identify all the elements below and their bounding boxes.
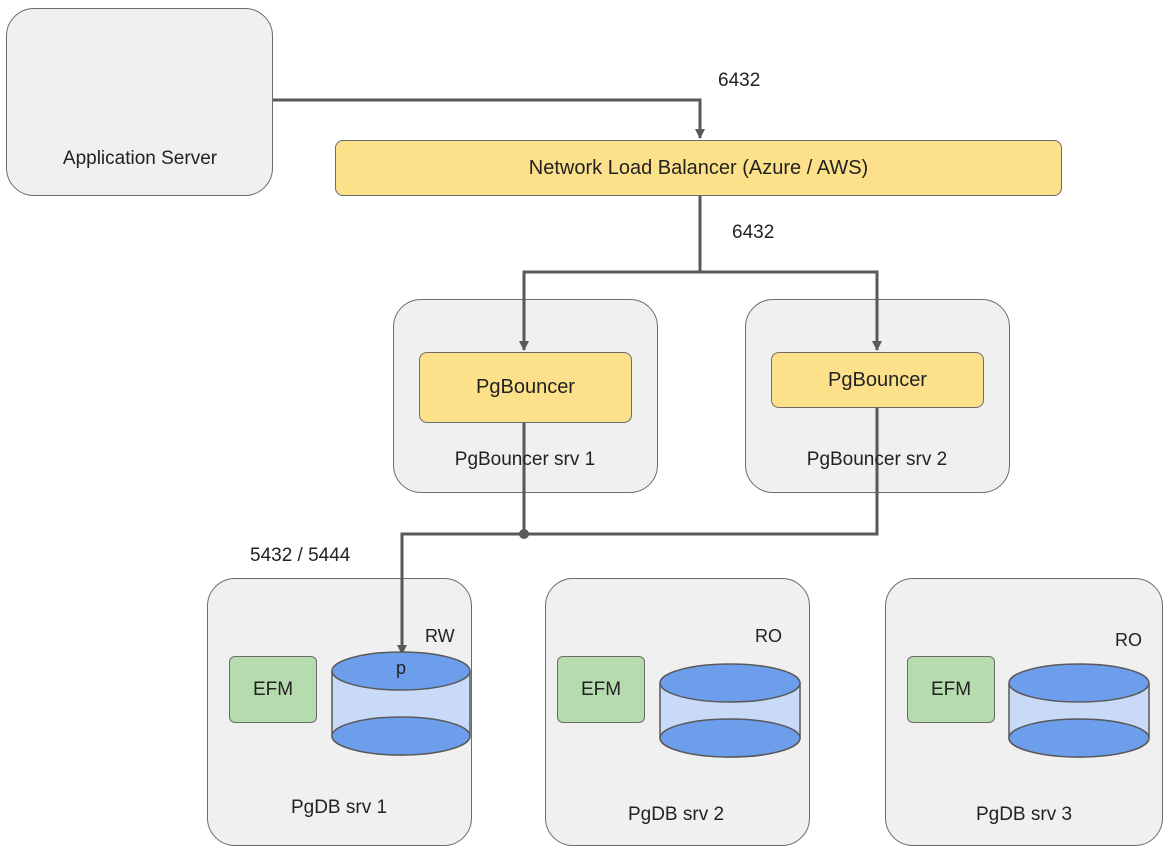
junction-dot — [519, 529, 529, 539]
db-1-primary-label: p — [395, 658, 407, 678]
db-2-role-label: RO — [755, 626, 782, 646]
application-server-box — [6, 8, 273, 196]
port-label-lb-to-bouncers: 6432 — [732, 222, 775, 243]
efm-1-box: EFM — [229, 656, 317, 723]
efm-2-box: EFM — [557, 656, 645, 723]
database-cylinder-1 — [331, 651, 471, 756]
efm-3-box: EFM — [907, 656, 995, 723]
connector-pgbouncer-2-down — [524, 408, 879, 536]
application-server-label: Application Server — [62, 148, 218, 169]
connector-app-to-lb — [273, 98, 705, 139]
pgdb-server-2-label: PgDB srv 2 — [627, 804, 725, 825]
efm-2-label: EFM — [580, 678, 622, 700]
pgbouncer-1-component: PgBouncer — [419, 352, 632, 423]
connector-lb-to-pgbouncer-2 — [700, 270, 882, 351]
db-3-role-label: RO — [1115, 630, 1142, 650]
port-label-bouncers-to-db: 5432 / 5444 — [250, 545, 351, 566]
db-1-role-label: RW — [425, 626, 455, 646]
efm-1-label: EFM — [252, 678, 294, 700]
efm-3-label: EFM — [930, 678, 972, 700]
pgbouncer-2-component-label: PgBouncer — [828, 368, 927, 391]
pgbouncer-1-component-label: PgBouncer — [476, 376, 575, 398]
port-label-app-to-lb: 6432 — [718, 70, 761, 91]
load-balancer-box: Network Load Balancer (Azure / AWS) — [335, 140, 1062, 196]
pgdb-server-1-label: PgDB srv 1 — [290, 797, 388, 818]
pgbouncer-2-component: PgBouncer — [771, 352, 984, 408]
pgbouncer-server-2-label: PgBouncer srv 2 — [806, 449, 948, 470]
connector-to-primary-db — [397, 532, 524, 655]
pgbouncer-server-1-label: PgBouncer srv 1 — [454, 449, 596, 470]
connector-lb-to-pgbouncer-1 — [519, 270, 700, 351]
load-balancer-label: Network Load Balancer (Azure / AWS) — [528, 156, 869, 179]
database-cylinder-2 — [659, 663, 801, 758]
pgdb-server-3-label: PgDB srv 3 — [975, 804, 1073, 825]
database-cylinder-3 — [1008, 663, 1150, 758]
